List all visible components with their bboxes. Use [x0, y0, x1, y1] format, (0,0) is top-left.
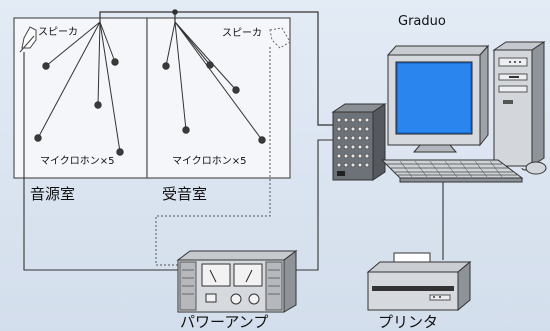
speaker-right-icon	[269, 27, 291, 49]
graduo-label: Graduo	[398, 14, 446, 29]
printer-label: プリンタ	[378, 313, 439, 331]
mics-right-label: マイクロホン×5	[172, 156, 247, 167]
mic-array-left	[34, 21, 124, 156]
monitor-icon	[386, 44, 490, 153]
receive-room	[146, 17, 291, 179]
room-source-label: 音源室	[30, 185, 76, 203]
mic-array-right	[162, 21, 266, 144]
graduo-interface-box	[331, 103, 387, 181]
amp-to-right-speaker-wire	[155, 46, 271, 266]
speaker-right-label: スピーカ	[222, 28, 262, 39]
speaker-left-label: スピーカ	[38, 27, 78, 38]
mouse-icon	[521, 161, 547, 175]
source-room	[13, 17, 148, 179]
power-amp-label: パワーアンプ	[180, 313, 269, 331]
room-receive-label: 受音室	[162, 185, 208, 203]
tower-pc-icon	[492, 41, 546, 167]
amp-wiring	[23, 52, 333, 271]
power-amp-icon	[176, 250, 298, 313]
printer-icon	[366, 252, 472, 312]
speaker-left-icon	[19, 26, 37, 53]
keyboard-icon	[380, 159, 524, 183]
mics-left-label: マイクロホン×5	[40, 156, 115, 167]
mic-cable-bus	[99, 9, 333, 126]
